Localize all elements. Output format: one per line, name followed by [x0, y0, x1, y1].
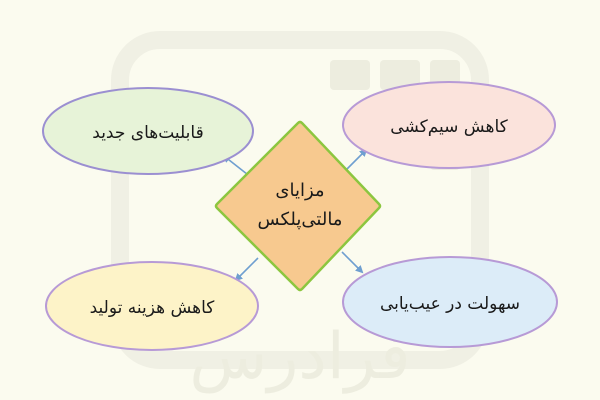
center-node: مزایای مالتی‌پلکس [214, 120, 382, 292]
node-easy-troubleshooting-label: سهولت در عیب‌یابی [380, 294, 520, 314]
center-label-line2: مالتی‌پلکس [258, 209, 343, 230]
arrow-to-bottom-right [341, 251, 364, 274]
node-new-capabilities: قابلیت‌های جدید [42, 87, 254, 175]
arrow-to-bottom-left [234, 257, 259, 282]
node-reduce-wiring-label: کاهش سیم‌کشی [390, 117, 508, 137]
node-reduce-production-cost: کاهش هزینه تولید [45, 261, 259, 351]
node-new-capabilities-label: قابلیت‌های جدید [92, 123, 203, 143]
node-reduce-production-cost-label: کاهش هزینه تولید [90, 298, 216, 318]
node-reduce-wiring: کاهش سیم‌کشی [342, 81, 556, 169]
center-label-line1: مزایای [275, 180, 324, 201]
node-easy-troubleshooting: سهولت در عیب‌یابی [342, 256, 558, 348]
arrow-to-top-right [345, 148, 368, 171]
